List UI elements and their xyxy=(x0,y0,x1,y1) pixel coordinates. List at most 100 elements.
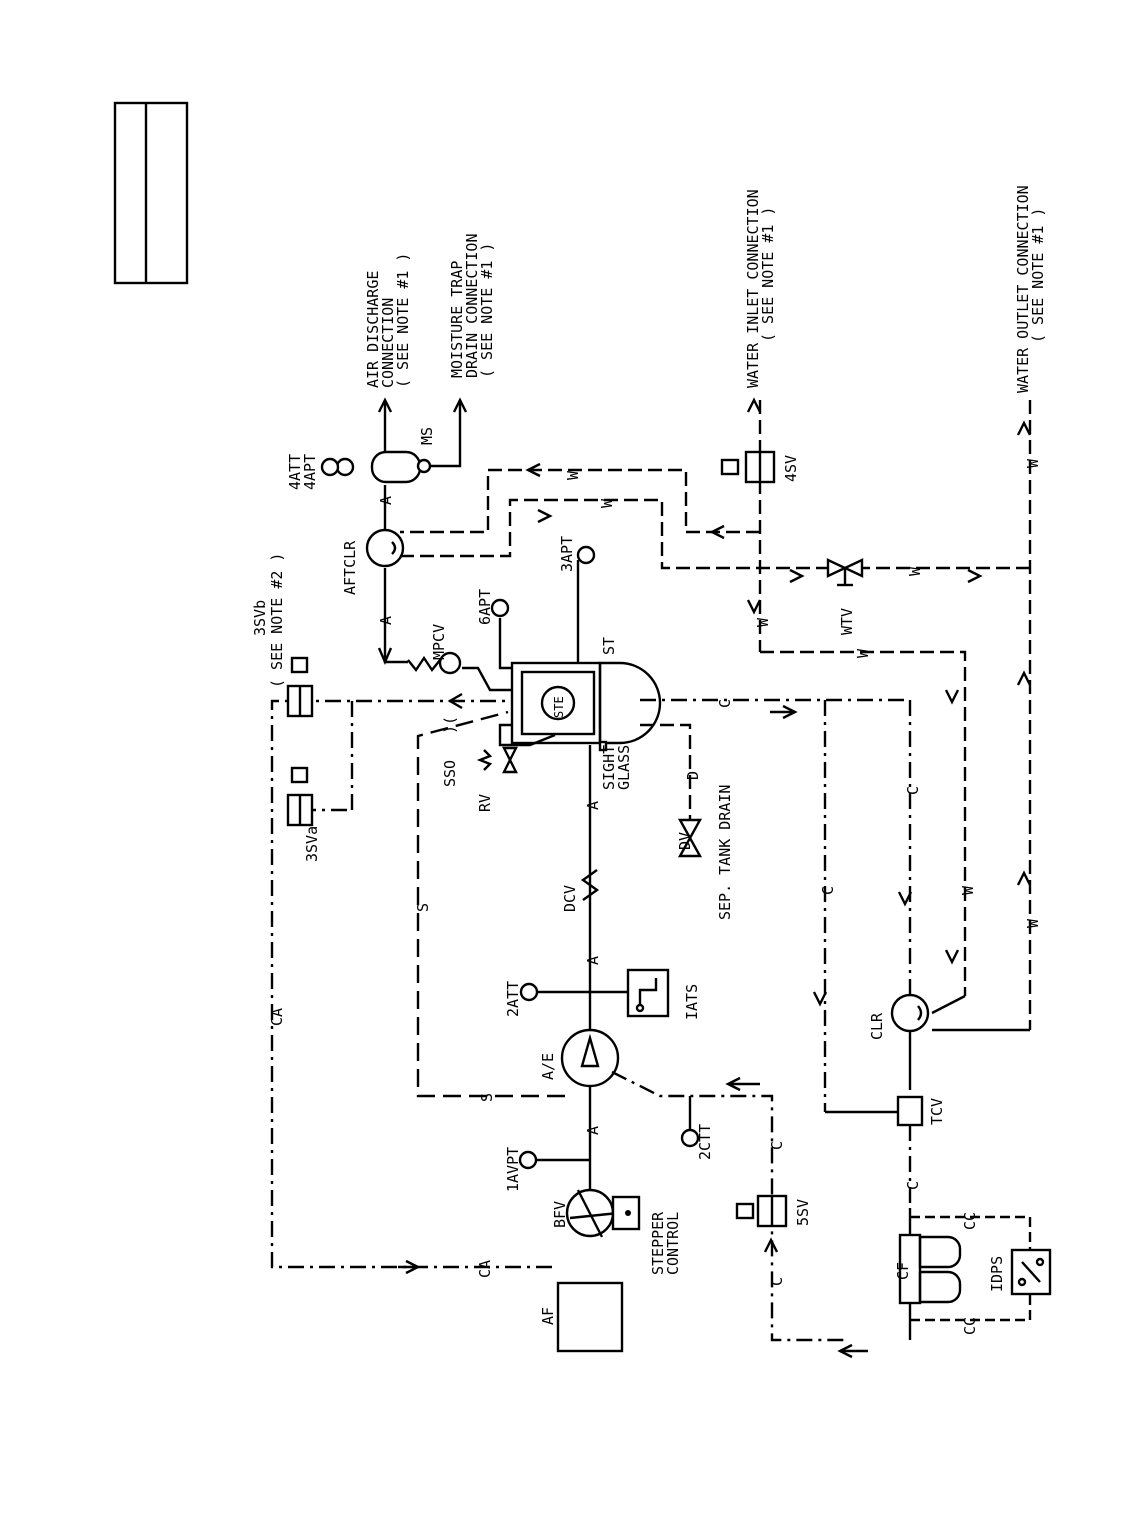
moisture-trap-label-2: DRAIN CONNECTION xyxy=(463,234,481,379)
butterfly-valve-bfv: BFV STEPPER CONTROL xyxy=(551,1188,682,1275)
w-label-7: W xyxy=(1024,458,1042,468)
sensor-6apt: 6APT xyxy=(476,589,512,670)
sv3b-label-2: ( SEE NOTE #2 ) xyxy=(268,553,286,688)
water-outlet-label-2: ( SEE NOTE #1 ) xyxy=(1029,208,1047,343)
water-valve-wtv: WTV xyxy=(826,558,864,635)
c-label-2: C xyxy=(768,1277,786,1286)
cf-label: CF xyxy=(894,1262,912,1280)
rv-label: RV xyxy=(476,794,494,812)
cc-label-2: CC xyxy=(961,1317,979,1335)
min-pressure-valve-mpcv: MPCV A xyxy=(377,600,512,692)
c-label-1: C xyxy=(768,1141,786,1150)
coolant-line: C C C xyxy=(640,698,922,1114)
switch-iats: IATS xyxy=(590,968,701,1020)
att2-label: 2ATT xyxy=(504,981,522,1017)
sight-glass-label-2: GLASS xyxy=(615,745,633,790)
solenoid-5sv: 5SV xyxy=(735,1194,812,1253)
att4-label: 4ATT xyxy=(286,454,304,490)
sv3b-label-1: 3SVb xyxy=(251,600,269,636)
dv-label: DV xyxy=(676,832,694,850)
relief-valve-rv: RV xyxy=(476,723,556,812)
dcv-label: DCV xyxy=(561,885,579,912)
ms-label: MS xyxy=(418,427,436,445)
af-label: AF xyxy=(539,1307,557,1325)
ste-label: STE xyxy=(552,696,566,718)
ae-label: A/E xyxy=(539,1053,557,1080)
stepper-label-1: STEPPER xyxy=(649,1211,667,1275)
s-label-1: S xyxy=(414,903,432,912)
moisture-trap-label-1: MOISTURE TRAP xyxy=(448,261,466,378)
sso-mark: )( xyxy=(441,716,459,734)
separator-tank: STE ST SIGHT GLASS xyxy=(510,637,662,790)
s-line: S S SSO )( xyxy=(414,710,565,1102)
sv4-label: 4SV xyxy=(782,455,800,482)
cooler-clr: CLR xyxy=(868,993,930,1090)
w-label-6: W xyxy=(959,885,977,895)
coolant-filter-cf: CF CC CC xyxy=(894,1208,1032,1340)
thermostatic-valve-tcv: TCV C xyxy=(896,1095,946,1208)
clr-label: CLR xyxy=(868,1012,886,1040)
avpt1-label: 1AVPT xyxy=(504,1147,522,1192)
moisture-separator-ms: 4ATT 4APT MS xyxy=(286,397,468,490)
ca-label-2: CA xyxy=(476,1260,494,1278)
air-discharge-label-2: CONNECTION xyxy=(379,298,397,388)
iats-label: IATS xyxy=(683,984,701,1020)
a-label-4: A xyxy=(377,616,395,625)
d-label: D xyxy=(684,771,702,780)
cc-label-1: CC xyxy=(961,1212,979,1230)
st-label: ST xyxy=(600,637,618,655)
ctt2-label: 2CTT xyxy=(696,1124,714,1160)
c-label-5: C xyxy=(904,786,922,795)
w-label-5: W xyxy=(906,566,924,576)
mpcv-label: MPCV xyxy=(430,624,448,660)
solenoid-4sv: 4SV xyxy=(720,450,800,484)
w-label-8: W xyxy=(1024,918,1042,928)
sensor-2att: 2ATT xyxy=(504,981,590,1017)
water-outlet-label-1: WATER OUTLET CONNECTION xyxy=(1014,185,1032,393)
apt4-label: 4APT xyxy=(301,454,319,490)
water-inlet-label-2: ( SEE NOTE #1 ) xyxy=(759,207,777,342)
ca-label-1: CA xyxy=(268,1008,286,1026)
bfv-label: BFV xyxy=(551,1201,569,1228)
sensor-3apt: 3APT xyxy=(558,536,596,663)
idps-label: IDPS xyxy=(988,1256,1006,1292)
air-line-main: A A A xyxy=(584,745,602,1230)
sight-glass-label-1: SIGHT xyxy=(600,745,618,790)
aftclr-label: AFTCLR xyxy=(341,540,359,595)
check-valve-dcv: DCV xyxy=(561,869,600,912)
a-label-1: A xyxy=(584,1126,602,1135)
air-filter-af: AF xyxy=(539,1281,624,1353)
c-label-4: C xyxy=(819,886,837,895)
sso-label: SSO xyxy=(441,760,459,787)
w-label-3: W xyxy=(754,617,772,627)
drain-valve-dv: D DV SEP. TANK DRAIN xyxy=(640,723,734,920)
a-label-5: A xyxy=(377,496,395,505)
s-label-2: S xyxy=(478,1093,496,1102)
sv5-label: 5SV xyxy=(794,1199,812,1226)
water-lines: W W W W W W W W xyxy=(400,397,1042,1032)
connection-labels: AIR DISCHARGE CONNECTION ( SEE NOTE #1 )… xyxy=(364,185,1047,393)
apt3-label: 3APT xyxy=(558,536,576,572)
air-discharge-label-1: AIR DISCHARGE xyxy=(364,271,382,388)
aftercooler-aftclr: AFTCLR A xyxy=(341,485,405,600)
wtv-label: WTV xyxy=(838,608,856,635)
apt6-label: 6APT xyxy=(476,589,494,625)
c-line-ae-loop: 2CTT C C xyxy=(611,1070,868,1359)
title-block xyxy=(113,101,189,285)
c-label-3: C xyxy=(716,699,734,708)
w-label-4: W xyxy=(854,648,872,658)
air-discharge-label-3: ( SEE NOTE #1 ) xyxy=(394,253,412,388)
w-label-2: W xyxy=(598,498,616,508)
solenoid-3sva: 3SVa xyxy=(286,766,321,862)
moisture-trap-label-3: ( SEE NOTE #1 ) xyxy=(478,243,496,378)
w-label-1: W xyxy=(564,470,582,480)
stepper-label-2: CONTROL xyxy=(664,1212,682,1275)
sensor-1avpt: 1AVPT xyxy=(504,1147,590,1192)
tcv-label: TCV xyxy=(928,1098,946,1125)
c-label-6: C xyxy=(904,1181,922,1190)
switch-idps: IDPS xyxy=(988,1248,1052,1296)
sv3a-label: 3SVa xyxy=(303,826,321,862)
a-label-3: A xyxy=(584,801,602,810)
air-end-ae: A/E xyxy=(539,1028,620,1088)
